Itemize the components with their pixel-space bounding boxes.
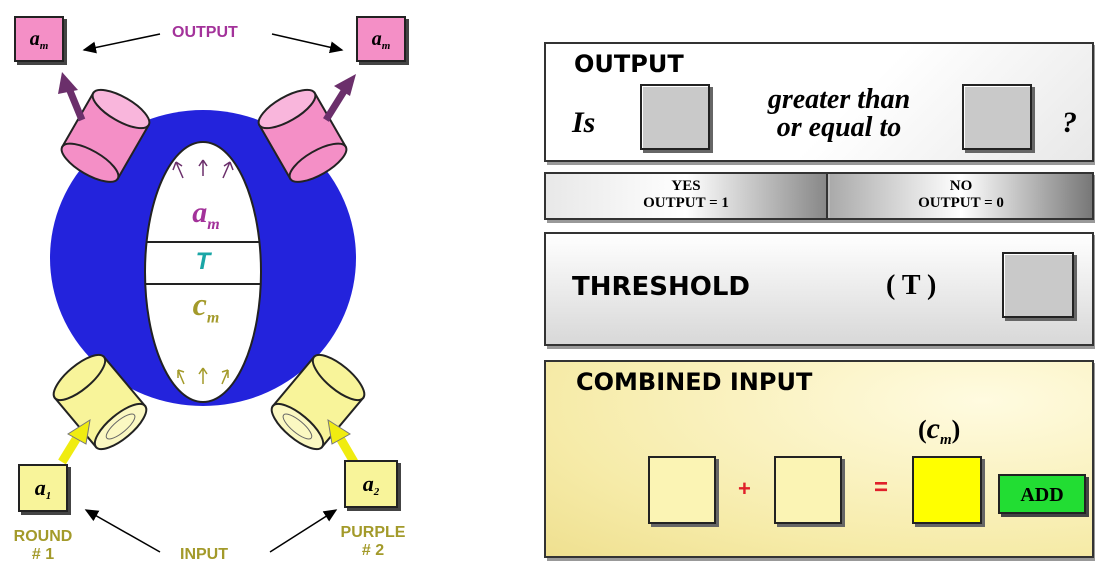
- output-arrow-right: [323, 74, 356, 122]
- output-diagram-label: OUTPUT: [172, 24, 238, 41]
- input-port-right: [270, 353, 366, 451]
- threshold-symbol: ( T ): [886, 270, 937, 301]
- input-caption-left: ROUND # 1: [13, 528, 73, 563]
- output-symbol-box-right: am: [356, 16, 406, 62]
- input-port-left: [52, 353, 148, 451]
- output-symbol-box-left: am: [14, 16, 64, 62]
- input-symbol-box-right: a2: [344, 460, 398, 508]
- input-arrow-left: [58, 418, 91, 465]
- input-caption-right: PURPLE # 2: [340, 524, 406, 559]
- output-compare-box-right: [962, 84, 1032, 150]
- cm-symbol-label: (cm): [918, 412, 961, 449]
- input-arrow-right: [327, 418, 358, 465]
- output-port-right: [257, 88, 348, 183]
- input-diagram-label: INPUT: [180, 546, 228, 563]
- output-panel: OUTPUT Is greater than or equal to ?: [544, 42, 1094, 162]
- output-symbol-left: a: [29, 28, 40, 50]
- plus-sign: +: [738, 476, 751, 501]
- output-symbol-right: a: [371, 28, 382, 50]
- combined-input-title: COMBINED INPUT: [576, 368, 813, 396]
- core-cm-label: cm: [192, 286, 220, 327]
- input-label-arrows: [84, 509, 338, 553]
- output-subscript-right: m: [381, 40, 391, 53]
- decision-bar: YES OUTPUT = 1 NO OUTPUT = 0: [544, 172, 1094, 220]
- combined-input-panel: COMBINED INPUT (cm) + = ADD: [544, 360, 1094, 558]
- equals-sign: =: [874, 474, 889, 501]
- output-compare-box-left: [640, 84, 710, 150]
- compare-line-1: greater than: [767, 84, 911, 115]
- core-t-label: T: [195, 248, 211, 275]
- core-ellipse: [144, 141, 262, 403]
- output-port-left: [60, 88, 151, 183]
- output-is-label: Is: [572, 106, 596, 139]
- neuron-diagram: [50, 33, 366, 553]
- input-symbol-box-left: a1: [18, 464, 68, 512]
- threshold-title: THRESHOLD: [572, 272, 751, 302]
- inner-arrows-bottom: [177, 367, 229, 385]
- addend-box-1[interactable]: [648, 456, 716, 524]
- output-arrow-left: [58, 72, 86, 122]
- yes-output-cell: YES OUTPUT = 1: [546, 174, 828, 218]
- output-question-mark: ?: [1062, 106, 1077, 139]
- output-label-arrows: [82, 33, 344, 54]
- threshold-value-box: [1002, 252, 1074, 318]
- output-panel-title: OUTPUT: [574, 50, 684, 78]
- core-am-label: am: [192, 196, 220, 233]
- no-output-cell: NO OUTPUT = 0: [830, 174, 1092, 218]
- sum-result-box: [912, 456, 982, 524]
- add-button[interactable]: ADD: [998, 474, 1086, 514]
- threshold-panel: THRESHOLD ( T ): [544, 232, 1094, 346]
- output-subscript-left: m: [39, 40, 49, 53]
- compare-line-2: or equal to: [776, 112, 902, 143]
- output-compare-text: greater than or equal to: [724, 86, 954, 142]
- inner-arrows-top: [172, 159, 234, 179]
- addend-box-2[interactable]: [774, 456, 842, 524]
